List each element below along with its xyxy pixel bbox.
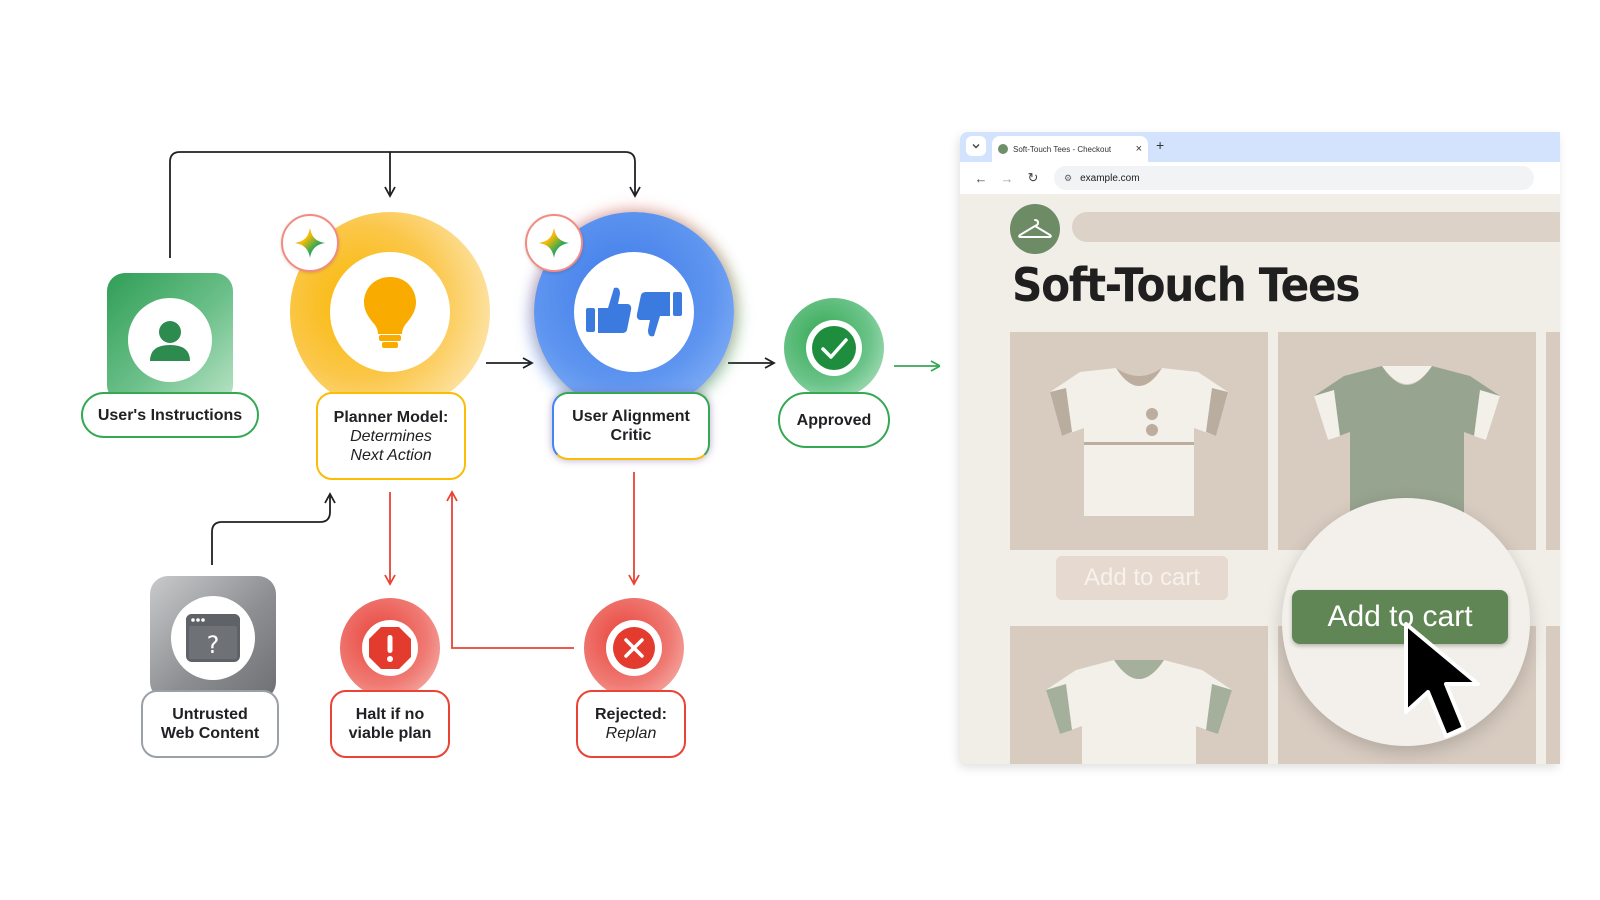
- tab-checkout[interactable]: Soft-Touch Tees - Checkout ×: [992, 136, 1148, 162]
- chevron-down-icon: [972, 144, 980, 149]
- unknown-webpage-icon: ?: [186, 614, 240, 662]
- instructions-to-critic-line: [390, 151, 641, 198]
- approved-inner: [806, 320, 862, 376]
- store-logo[interactable]: [1010, 204, 1060, 254]
- users-instructions-label: User's Instructions: [81, 392, 259, 438]
- gemini-badge-planner: [281, 214, 339, 272]
- x-circle-icon: [613, 627, 655, 669]
- svg-text:?: ?: [207, 631, 220, 659]
- product-tile[interactable]: [1546, 332, 1560, 550]
- agent-safety-diagram: User's Instructions: [81, 151, 940, 758]
- store-search-bar[interactable]: [1072, 212, 1560, 242]
- reload-icon[interactable]: ↻: [1027, 170, 1039, 185]
- product-tile[interactable]: [1010, 626, 1268, 764]
- gemini-sparkle-icon: [295, 228, 325, 258]
- browser-window: Soft-Touch Tees - Checkout × + ← → ↻ ⚙ e…: [960, 132, 1560, 764]
- person-icon: [150, 321, 190, 361]
- planner-inner: [330, 252, 450, 372]
- check-circle-icon: [812, 326, 856, 370]
- gemini-badge-critic: [525, 214, 583, 272]
- hanger-icon: [1018, 219, 1052, 238]
- critic-inner: [574, 252, 694, 372]
- url-input[interactable]: ⚙ example.com: [1054, 166, 1534, 190]
- thumbs-up-down-icon: [586, 287, 682, 337]
- untrusted-to-planner-line: [211, 492, 336, 565]
- untrusted-inner: ?: [171, 596, 255, 680]
- alert-octagon-icon: [369, 627, 411, 669]
- new-tab-icon[interactable]: +: [1156, 137, 1165, 153]
- store-favicon-icon: [998, 144, 1008, 154]
- lightbulb-icon: [364, 277, 416, 348]
- add-to-cart-button-faded[interactable]: Add to cart: [1056, 556, 1228, 600]
- add-to-cart-button[interactable]: Add to cart: [1292, 590, 1508, 644]
- store-title: Soft-Touch Tees: [1012, 258, 1360, 312]
- tab-list-button[interactable]: [966, 136, 986, 156]
- site-settings-icon[interactable]: ⚙: [1064, 172, 1073, 183]
- approved-label: Approved: [778, 392, 890, 448]
- forward-arrow-icon[interactable]: →: [1000, 170, 1014, 186]
- tshirt-image: [1314, 366, 1500, 550]
- product-tile[interactable]: [1010, 332, 1268, 550]
- back-arrow-icon[interactable]: ←: [974, 170, 988, 186]
- user-avatar-circle: [128, 298, 212, 382]
- untrusted-label: Untrusted Web Content: [141, 690, 279, 758]
- tab-strip: Soft-Touch Tees - Checkout × +: [960, 132, 1560, 162]
- tshirt-image: [1046, 660, 1232, 764]
- halt-label: Halt if no viable plan: [330, 690, 450, 758]
- address-bar: ← → ↻ ⚙ example.com: [960, 162, 1560, 194]
- gemini-sparkle-icon: [539, 228, 569, 258]
- connector-lines: [169, 151, 940, 649]
- rejected-to-planner-line: [446, 490, 574, 649]
- close-icon[interactable]: ×: [1135, 143, 1142, 155]
- mouse-pointer-icon: [1404, 622, 1480, 738]
- url-text: example.com: [1080, 172, 1140, 184]
- rejected-inner: [606, 620, 662, 676]
- halt-inner: [362, 620, 418, 676]
- critic-label: User Alignment Critic: [552, 392, 710, 460]
- planner-label: Planner Model: Determines Next Action: [316, 392, 466, 480]
- rejected-label: Rejected: Replan: [576, 690, 686, 758]
- henley-shirt-image: [1050, 368, 1228, 516]
- tab-title: Soft-Touch Tees - Checkout: [1013, 144, 1112, 154]
- product-tile[interactable]: [1546, 626, 1560, 764]
